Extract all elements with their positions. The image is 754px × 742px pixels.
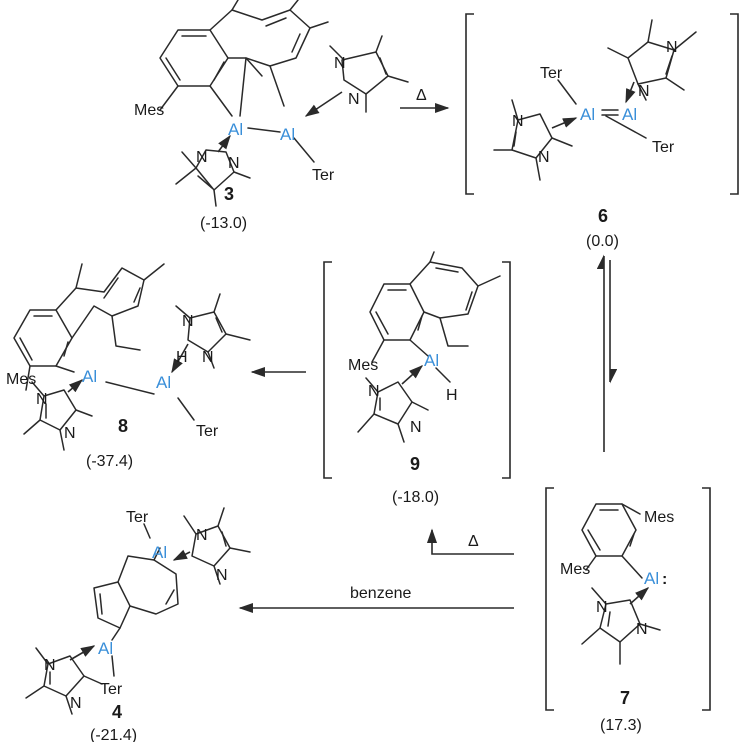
n-atom: N [410,419,422,436]
n-atom: N [216,567,228,584]
n-atom: N [44,657,56,674]
energy-9: (-18.0) [392,489,439,506]
compound-4: Al Al Ter Ter N N N N 4 (-21.4) [25,507,251,742]
n-atom: N [64,425,76,442]
ter-label: Ter [652,139,675,156]
arrow-7-to-4: benzene [238,585,514,614]
al-atom: Al [156,373,171,392]
ter-label: Ter [196,423,219,440]
al-atom: Al [98,639,113,658]
n-atom: N [596,599,608,616]
compound-9: Al H Mes N N 9 (-18.0) [323,251,511,506]
ter-label: Ter [100,681,123,698]
compound-number-8: 8 [118,416,128,436]
energy-4: (-21.4) [90,727,137,742]
al-atom: Al [228,120,243,139]
al-atom: Al [280,125,295,144]
heat-label: Δ [416,87,427,104]
n-atom: N [368,383,380,400]
mes-label: Mes [6,371,36,388]
mes-label: Mes [644,509,674,526]
compound-6: Al Al Ter Ter N N N N 6 (0.0) [465,13,739,250]
mes-label: Mes [560,561,590,578]
compound-number-7: 7 [620,688,630,708]
arrow-7-to-9: Δ [426,528,514,555]
mes-label: Mes [134,102,164,119]
compound-number-9: 9 [410,454,420,474]
n-atom: N [348,91,360,108]
n-atom: N [636,621,648,638]
n-atom: N [638,83,650,100]
n-atom: N [196,149,208,166]
al-atom: Al [82,367,97,386]
energy-3: (-13.0) [200,215,247,232]
compound-7: Al : Mes Mes N N 7 (17.3) [545,487,711,734]
lone-pair: : [662,571,667,588]
heat-label: Δ [468,533,479,550]
compound-number-6: 6 [598,206,608,226]
ter-label: Ter [540,65,563,82]
n-atom: N [36,391,48,408]
benzene-label: benzene [350,585,411,602]
ter-label: Ter [126,509,149,526]
mes-label: Mes [348,357,378,374]
al-atom: Al [644,569,659,588]
compound-8: Al Al H Mes Ter N N N N 8 (-37.4) [6,263,251,470]
energy-7: (17.3) [600,717,642,734]
al-atom: Al [152,543,167,562]
compound-number-3: 3 [224,184,234,204]
n-atom: N [228,155,240,172]
n-atom: N [182,313,194,330]
n-atom: N [334,55,346,72]
n-atom: N [202,349,214,366]
h-atom: H [176,349,188,366]
energy-8: (-37.4) [86,453,133,470]
n-atom: N [196,527,208,544]
compound-3: Al Al Mes Ter N N N N 3 (-13.0) [134,0,409,232]
arrow-3-to-6: Δ [400,87,450,114]
h-atom: H [446,387,458,404]
compound-number-4: 4 [112,702,122,722]
al-atom: Al [424,351,439,370]
equilibrium-6-7 [596,254,618,452]
al-atom: Al [580,105,595,124]
al-atom: Al [622,105,637,124]
n-atom: N [512,113,524,130]
n-atom: N [666,39,678,56]
ter-label: Ter [312,167,335,184]
n-atom: N [538,149,550,166]
energy-6: (0.0) [586,233,619,250]
n-atom: N [70,695,82,712]
